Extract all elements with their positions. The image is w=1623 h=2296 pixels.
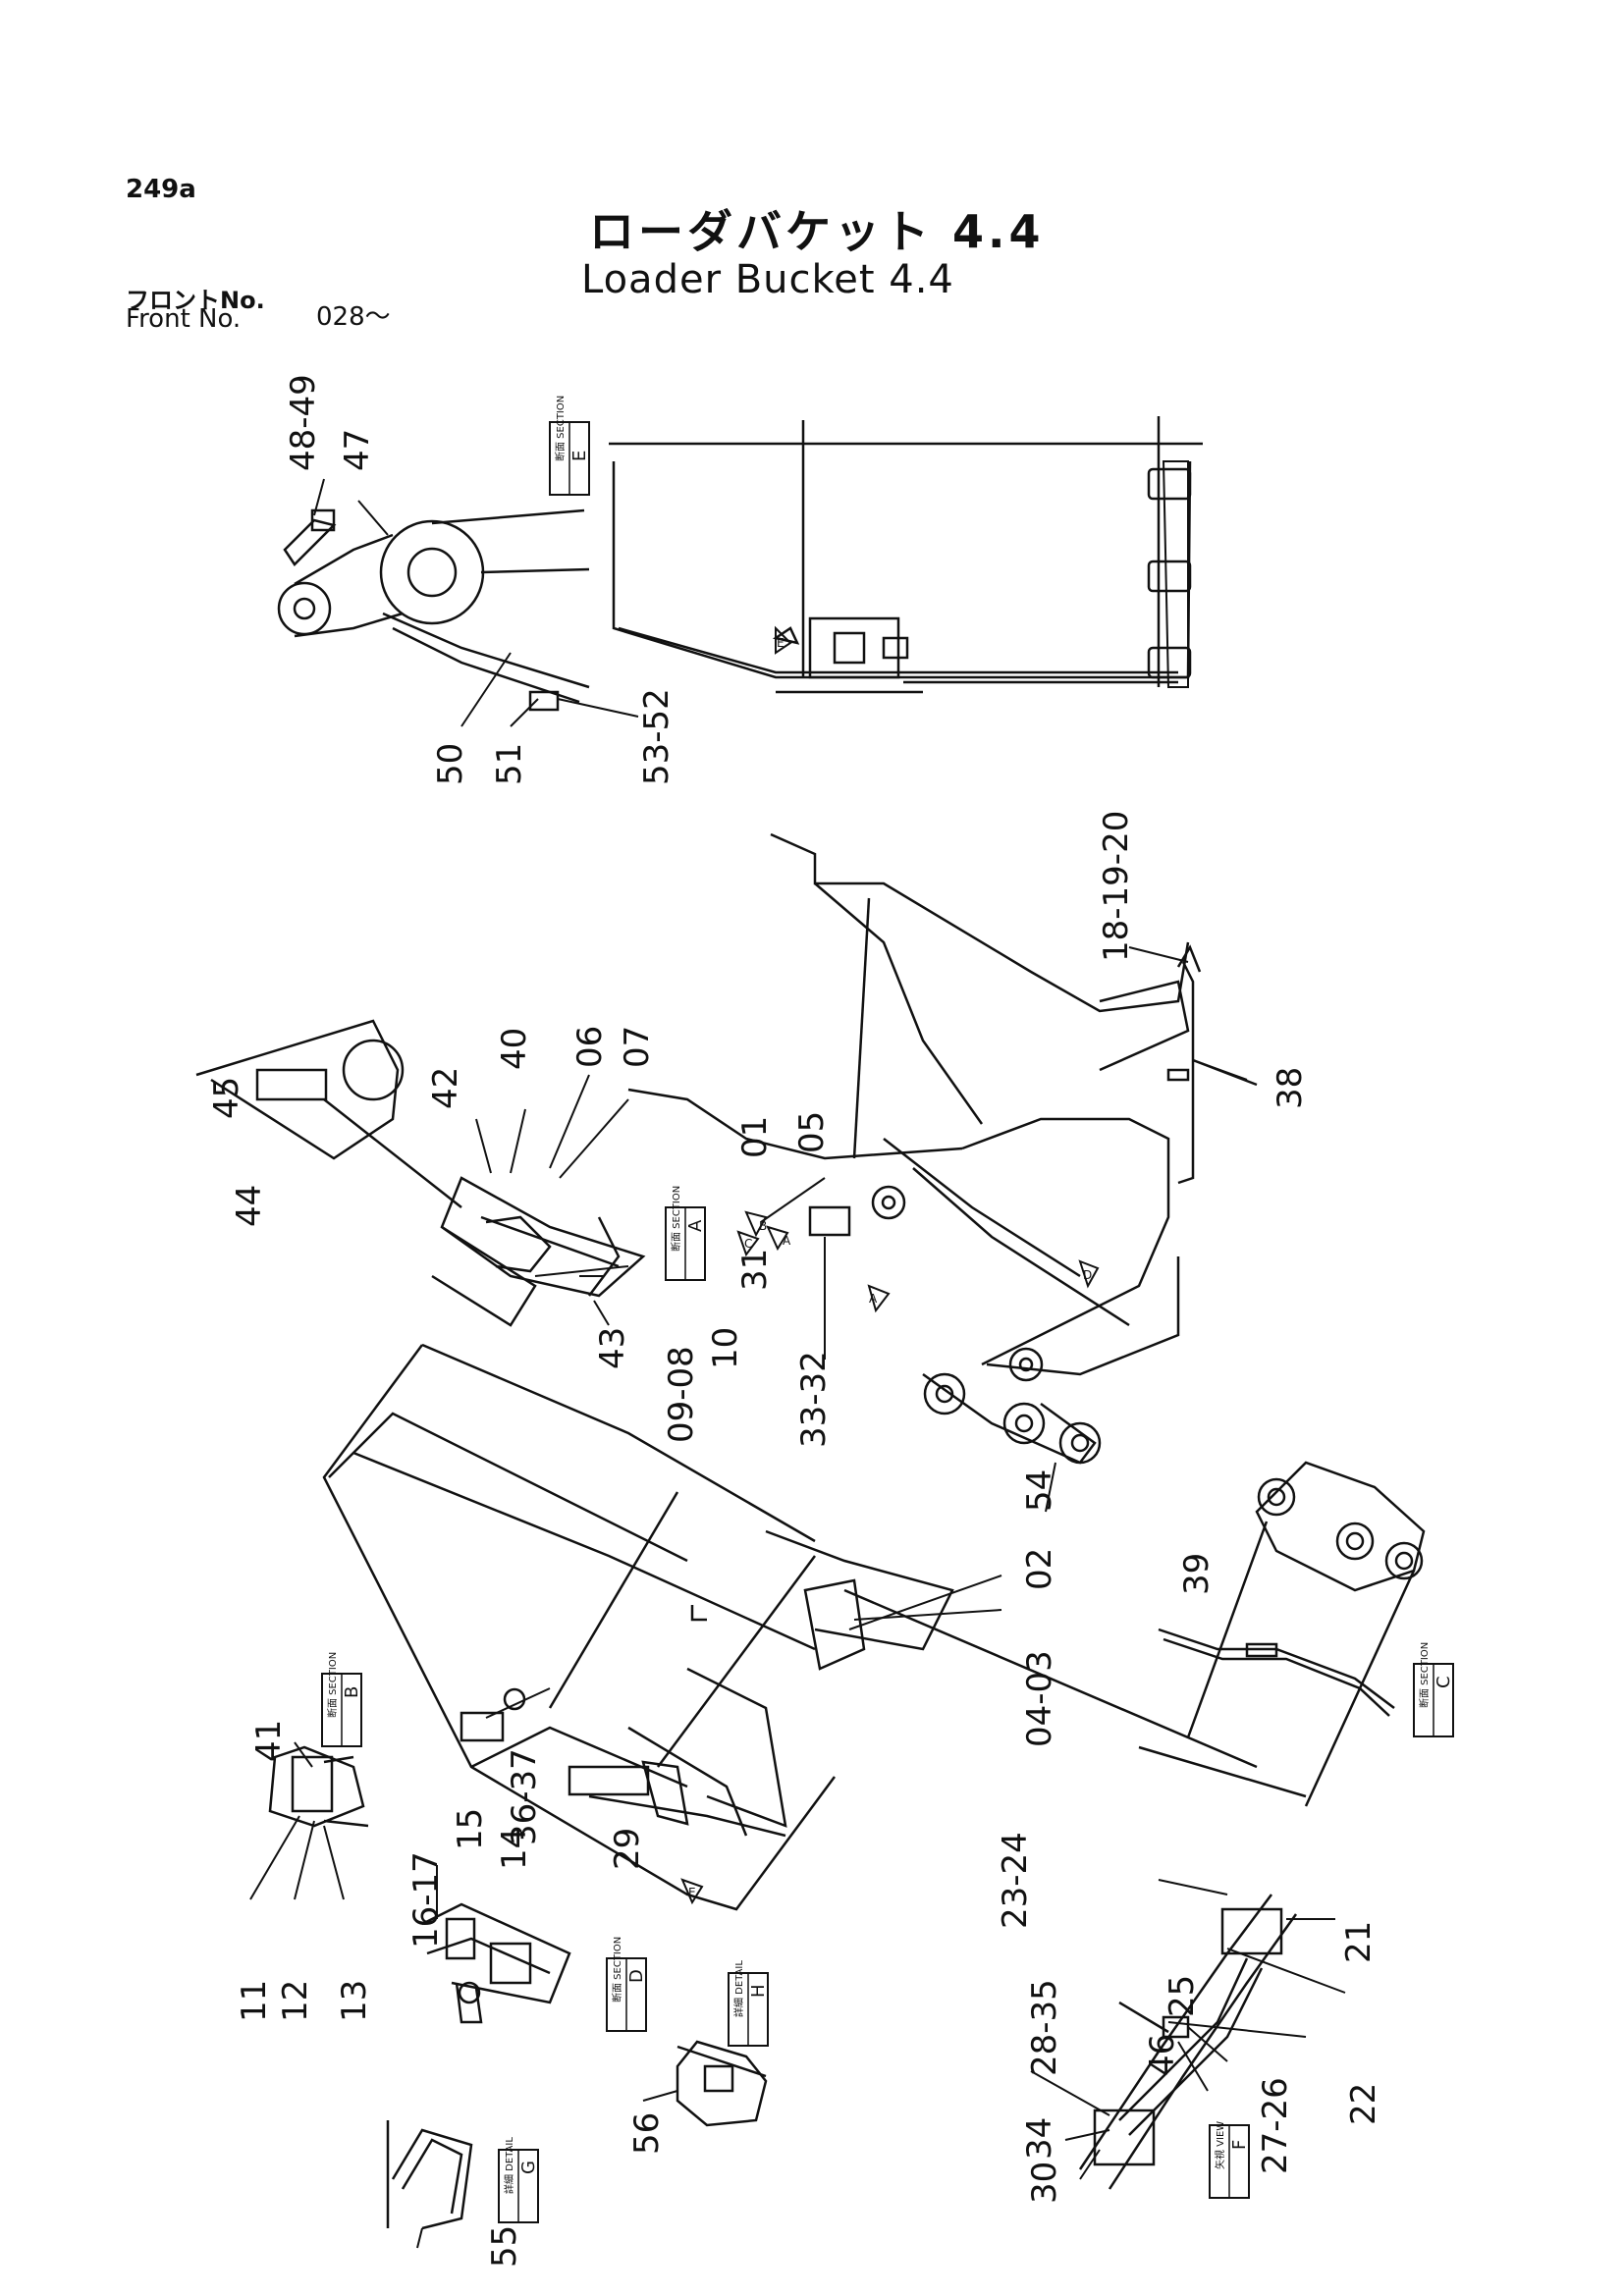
svg-text:詳細 DETAIL: 詳細 DETAIL [503, 2137, 515, 2194]
svg-text:C: C [1434, 1676, 1454, 1688]
part-callout: 55 [485, 2225, 524, 2268]
title-japanese: ローダバケット 4.4 [589, 205, 1045, 258]
detail-h [676, 2040, 768, 2127]
part-callout: 39 [1177, 1553, 1217, 1595]
svg-text:B: B [342, 1686, 362, 1698]
bucket-side-view [609, 416, 1203, 694]
detail-g [386, 2120, 473, 2230]
part-callout: 44 [230, 1185, 269, 1227]
part-callout: 16-17 [406, 1851, 446, 1949]
section-e-detail [277, 508, 590, 712]
part-callout: 11 [235, 1980, 274, 2022]
part-callout: 33-32 [794, 1351, 834, 1448]
svg-text:A: A [869, 1292, 878, 1306]
part-callout: 48-49 [284, 374, 323, 471]
front-label-japanese: フロントNo. [126, 287, 265, 314]
view-label-f: 矢視 VIEW F [1209, 2121, 1250, 2199]
part-callout: 51 [490, 743, 529, 785]
svg-text:A: A [783, 1234, 791, 1248]
section-b-detail [268, 1745, 369, 1828]
part-callout: 18-19-20 [1097, 811, 1136, 962]
part-callout: 46 [1143, 2034, 1182, 2076]
main-bucket-view [627, 832, 1258, 1465]
detail-label-h: 詳細 DETAIL H [728, 1960, 769, 2047]
part-callout: 34 [1020, 2117, 1059, 2160]
svg-text:断面 SECTION: 断面 SECTION [1418, 1642, 1431, 1708]
part-callout: 28-35 [1025, 1979, 1064, 2076]
detail-label-g: 詳細 DETAIL G [498, 2137, 539, 2223]
part-callout: 31 [735, 1249, 775, 1291]
part-callout: 06 [570, 1026, 610, 1068]
section-label-c: 断面 SECTION C [1413, 1642, 1454, 1737]
front-label-english: Front No. [126, 304, 242, 334]
svg-text:G: G [518, 2161, 539, 2174]
part-callout: 38 [1271, 1067, 1310, 1109]
part-callout: 25 [1163, 1975, 1202, 2017]
part-callout: 41 [249, 1720, 289, 1762]
section-d-detail [421, 1902, 571, 2024]
part-callout: 15 [451, 1808, 490, 1850]
bucket-lower-body [322, 1343, 1258, 1911]
svg-text:断面 SECTION: 断面 SECTION [326, 1652, 339, 1718]
svg-text:断面 SECTION: 断面 SECTION [554, 396, 567, 461]
section-label-b: 断面 SECTION B [321, 1652, 362, 1747]
part-callout: 42 [426, 1067, 465, 1109]
part-callout: 23-24 [996, 1832, 1035, 1929]
svg-text:C: C [744, 1237, 752, 1251]
svg-text:E: E [569, 451, 590, 461]
leader-lines [249, 478, 1346, 2249]
part-callout: 21 [1339, 1921, 1379, 1963]
part-callout: 43 [593, 1327, 632, 1369]
view-f-detail [1078, 1894, 1298, 2190]
svg-text:断面 SECTION: 断面 SECTION [670, 1186, 682, 1252]
part-callout: 12 [276, 1980, 315, 2022]
part-callout: 10 [706, 1327, 745, 1369]
svg-text:E: E [777, 636, 784, 650]
svg-text:矢視 VIEW: 矢視 VIEW [1214, 2121, 1226, 2169]
svg-text:D: D [626, 1969, 647, 1983]
part-callout: 05 [792, 1111, 832, 1153]
svg-text:詳細 DETAIL: 詳細 DETAIL [732, 1960, 745, 2017]
part-callout: 36-37 [505, 1748, 544, 1845]
section-labels: 断面 SECTION E 断面 SECTION A 断面 SECTION B 断… [321, 396, 1454, 2223]
part-callout: 29 [608, 1828, 647, 1870]
part-callout: 50 [431, 743, 470, 785]
part-callout: 53-52 [637, 688, 676, 785]
part-callout: 27-26 [1256, 2077, 1295, 2174]
svg-text:D: D [1083, 1268, 1092, 1282]
section-label-d: 断面 SECTION D [606, 1937, 647, 2032]
part-callout: 22 [1344, 2083, 1383, 2125]
front-number: 028～ [316, 302, 391, 332]
view-markers [680, 625, 1100, 1905]
title-english: Loader Bucket 4.4 [581, 257, 954, 302]
part-callout: 04-03 [1020, 1650, 1059, 1747]
part-callout: 01 [735, 1116, 775, 1158]
page-number: 249a [126, 175, 196, 204]
section-a-pin-detail [195, 1019, 646, 1327]
part-callout: 13 [335, 1980, 374, 2022]
part-callout: 07 [618, 1026, 657, 1068]
section-label-a: 断面 SECTION A [665, 1186, 706, 1281]
part-callout: 54 [1020, 1469, 1059, 1512]
part-callout: 45 [207, 1077, 246, 1119]
part-callout: 47 [338, 429, 377, 471]
section-c-detail [1138, 1461, 1426, 1807]
part-callout: 14 [495, 1828, 534, 1870]
part-callout: 40 [495, 1028, 534, 1070]
part-callout: 09-08 [662, 1346, 701, 1443]
svg-text:H: H [748, 1984, 769, 1998]
svg-text:E: E [688, 1886, 696, 1899]
part-callout: 02 [1020, 1548, 1059, 1590]
svg-text:断面 SECTION: 断面 SECTION [611, 1937, 623, 2002]
section-label-e: 断面 SECTION E [549, 396, 590, 496]
svg-text:B: B [759, 1219, 767, 1233]
part-callout: 30 [1025, 2162, 1064, 2204]
view-marker-letters: E A D B A C E [688, 636, 1092, 1899]
part-callout: 56 [627, 2112, 667, 2155]
svg-text:F: F [1229, 2140, 1250, 2150]
svg-text:A: A [685, 1219, 706, 1232]
